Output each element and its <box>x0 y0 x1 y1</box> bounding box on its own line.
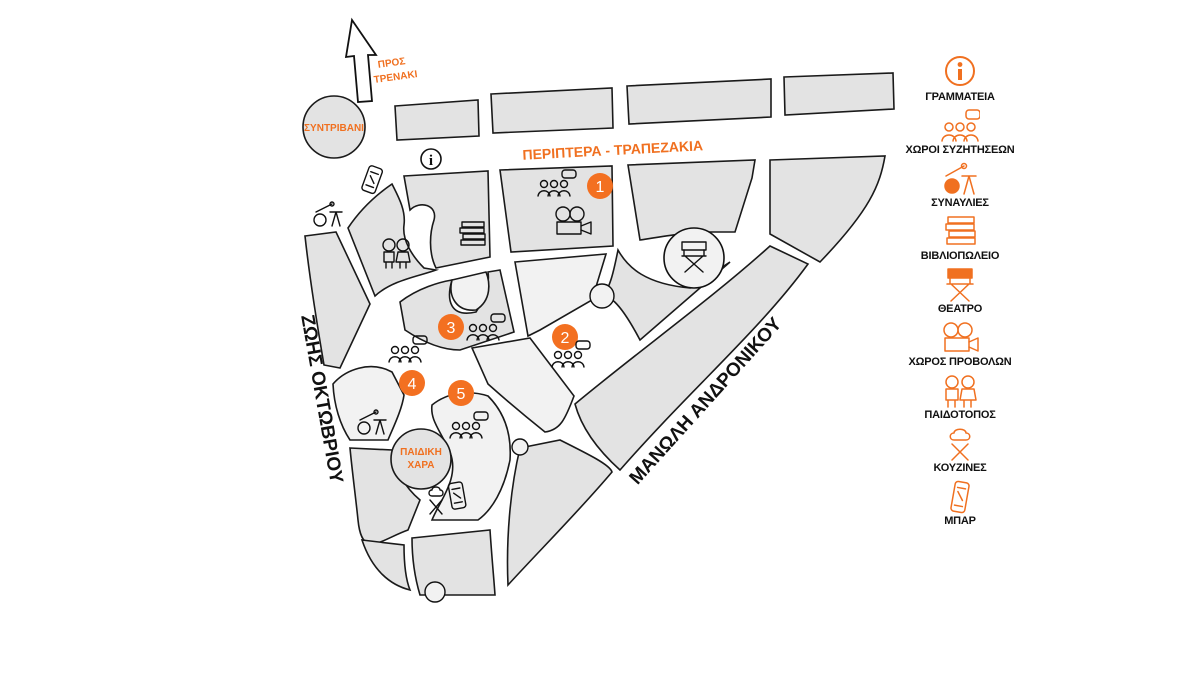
legend-item-bar: ΜΠΑΡ <box>890 480 1030 527</box>
block-diagonal <box>574 245 810 472</box>
bar-can-icon <box>950 480 970 514</box>
info-icon <box>945 56 975 86</box>
roundabout-small <box>589 283 615 309</box>
legend-item-playground: ΠΑΙΔΟΤΟΠΟΣ <box>890 374 1030 421</box>
block-far-right <box>769 155 886 264</box>
block-bottom-right <box>506 439 613 587</box>
legend-label: ΣΥΝΑΥΛΙΕΣ <box>931 197 989 209</box>
block-center-right <box>514 253 608 338</box>
bar-can-icon <box>361 165 384 195</box>
svg-text:5: 5 <box>457 386 466 403</box>
svg-text:i: i <box>429 153 433 169</box>
play-area-circle <box>390 428 452 490</box>
discussion-icon <box>551 340 591 368</box>
roundabout-tiny <box>511 438 529 456</box>
top-block-1 <box>394 99 480 141</box>
top-block-2 <box>490 87 614 134</box>
numbered-spot-2: 2 <box>552 324 578 350</box>
roundabout-bottom <box>424 581 446 603</box>
legend-item-projections: ΧΩΡΟΣ ΠΡΟΒΟΛΩΝ <box>890 321 1030 368</box>
block-top-left <box>403 170 491 269</box>
theatre-circle <box>663 227 725 289</box>
projector-icon <box>555 206 592 235</box>
block-right-mid <box>599 247 731 342</box>
legend-item-discussion: ΧΩΡΟΙ ΣΥΖΗΤΗΣΕΩΝ <box>890 109 1030 156</box>
concert-icon <box>313 201 343 227</box>
legend-item-bookstore: ΒΙΒΛΙΟΠΩΛΕΙΟ <box>890 215 1030 262</box>
secretariat-marker: i <box>420 148 442 170</box>
block-bottom-center <box>411 529 496 596</box>
block-mid-center <box>470 337 575 433</box>
svg-text:3: 3 <box>447 320 456 337</box>
numbered-spot-4: 4 <box>399 370 425 396</box>
discussion-icon <box>388 335 428 363</box>
projector-icon <box>943 322 979 352</box>
fountain-label: ΣΥΝΤΡΙΒΑΝΙ <box>304 123 364 134</box>
legend-label: ΒΙΒΛΙΟΠΩΛΕΙΟ <box>920 250 1000 262</box>
bar-can-icon <box>447 481 467 510</box>
books-icon <box>945 216 976 245</box>
block-mid-left <box>332 365 405 441</box>
legend-label: ΜΠΑΡ <box>944 515 976 527</box>
kids-icon <box>945 375 977 408</box>
legend-item-concerts: ΣΥΝΑΥΛΙΕΣ <box>890 162 1030 209</box>
books-icon <box>459 221 486 246</box>
park-blocks <box>304 155 886 596</box>
discussion-icon <box>537 169 577 197</box>
block-top-center <box>499 165 614 253</box>
kitchen-icon <box>428 486 444 515</box>
roundabout-top <box>450 271 490 311</box>
director-chair-icon <box>946 268 974 302</box>
top-block-3 <box>626 78 772 125</box>
discussion-icon <box>941 109 980 142</box>
concert-icon <box>357 409 387 435</box>
kids-icon <box>382 238 411 269</box>
concert-icon <box>944 162 977 195</box>
arrow-label-line1: ΠΡΟΣ <box>377 56 406 71</box>
director-chair-icon <box>681 241 707 273</box>
block-bottom-far-left <box>360 539 412 592</box>
legend-label: ΚΟΥΖΙΝΕΣ <box>933 462 987 474</box>
legend-label: ΧΩΡΟΙ ΣΥΖΗΤΗΣΕΩΝ <box>905 144 1015 156</box>
top-blocks <box>394 72 895 141</box>
discussion-icon <box>466 313 506 341</box>
arrow-label-line2: ΤΡΕΝΑΚΙ <box>373 69 418 86</box>
numbered-spot-5: 5 <box>448 380 474 406</box>
legend-label: ΠΑΙΔΟΤΟΠΟΣ <box>924 409 996 421</box>
svg-text:1: 1 <box>596 179 605 196</box>
legend-item-secretariat: ΓΡΑΜΜΑΤΕΙΑ <box>890 56 1030 103</box>
discussion-icon <box>449 411 489 439</box>
legend-label: ΧΩΡΟΣ ΠΡΟΒΟΛΩΝ <box>908 356 1012 368</box>
legend-item-kitchens: ΚΟΥΖΙΝΕΣ <box>890 427 1030 474</box>
play-area-label-line1: ΠΑΙΔΙΚΗ <box>400 447 442 458</box>
block-left-long <box>304 231 371 369</box>
arrow-to-train: ΠΡΟΣ ΤΡΕΝΑΚΙ <box>344 17 418 103</box>
play-area-label-line2: ΧΑΡΑ <box>407 460 434 471</box>
numbered-spot-1: 1 <box>587 173 613 199</box>
legend-label: ΘΕΑΤΡΟ <box>937 303 983 315</box>
legend: ΓΡΑΜΜΑΤΕΙΑ ΧΩΡΟΙ ΣΥΖΗΤΗΣΕΩΝ ΣΥΝΑΥΛΙΕΣ <box>890 56 1030 533</box>
svg-text:2: 2 <box>561 330 570 347</box>
legend-label: ΓΡΑΜΜΑΤΕΙΑ <box>925 91 995 103</box>
top-block-4 <box>783 72 895 116</box>
kitchen-icon <box>949 428 971 461</box>
svg-text:4: 4 <box>408 376 417 393</box>
kiosks-label: ΠΕΡΙΠΤΕΡΑ - ΤΡΑΠΕΖΑΚΙΑ <box>522 137 703 162</box>
legend-item-theatre: ΘΕΑΤΡΟ <box>890 268 1030 315</box>
fountain-circle <box>302 95 366 159</box>
numbered-spot-3: 3 <box>438 314 464 340</box>
